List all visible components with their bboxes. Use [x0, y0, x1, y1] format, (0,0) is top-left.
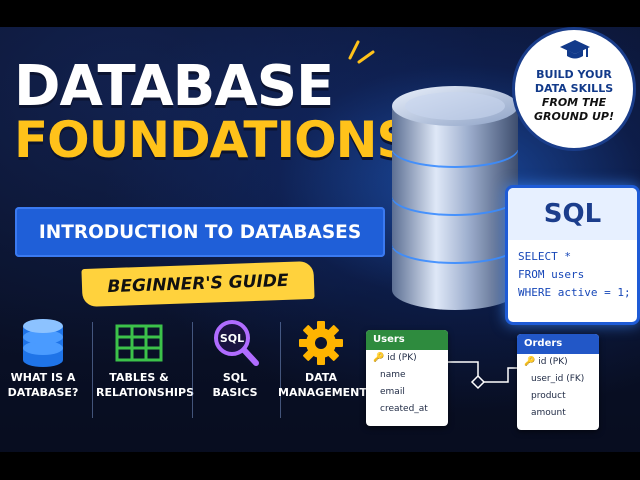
- feature-label: DATA MANAGEMENT: [278, 370, 367, 400]
- table-row: created_at: [380, 404, 428, 414]
- feature-label-line: DATA: [305, 371, 337, 384]
- table-row: user_id (FK): [531, 374, 585, 384]
- feature-divider: [92, 322, 93, 418]
- users-table: Users 🔑id (PK) name email created_at: [366, 330, 448, 426]
- badge-line-1: BUILD YOUR: [536, 68, 612, 81]
- spark-lines-icon: [348, 40, 375, 64]
- feature-label-line: TABLES &: [109, 371, 169, 384]
- table-row: 🔑id (PK): [517, 354, 599, 371]
- code-line: WHERE active = 1;: [518, 286, 631, 299]
- title-line-1: DATABASE: [14, 54, 334, 119]
- database-cylinder-illustration: [392, 86, 518, 310]
- sql-code-block: SELECT * FROM users WHERE active = 1;: [518, 248, 638, 302]
- orders-table-header: Orders: [517, 334, 599, 354]
- table-row: product: [531, 391, 566, 401]
- feature-divider: [192, 322, 193, 418]
- feature-label-line: SQL: [222, 371, 248, 384]
- feature-label: SQL BASICS: [192, 370, 278, 400]
- field-name: id (PK): [387, 353, 417, 363]
- sql-code-card: SQL SELECT * FROM users WHERE active = 1…: [505, 185, 640, 325]
- table-row: 🔑id (PK): [366, 350, 448, 367]
- sql-card-title: SQL: [543, 199, 602, 229]
- badge-line-4: GROUND UP!: [534, 110, 614, 123]
- relationship-connector: [448, 361, 524, 390]
- code-line: SELECT *: [518, 250, 571, 263]
- code-line: FROM users: [518, 268, 585, 281]
- gear-icon: [299, 321, 343, 365]
- feature-label-line: MANAGEMENT: [278, 386, 367, 399]
- feature-divider: [280, 322, 281, 418]
- badge-line-3: FROM THE: [541, 96, 607, 109]
- sql-card-header: SQL: [508, 188, 637, 240]
- feature-label: TABLES & RELATIONSHIPS: [96, 370, 195, 400]
- feature-label-line: WHAT IS A: [10, 371, 76, 384]
- key-icon: 🔑: [524, 357, 536, 367]
- users-table-header: Users: [366, 330, 448, 350]
- badge-line-2: DATA SKILLS: [534, 82, 614, 95]
- subtitle-banner: INTRODUCTION TO DATABASES: [15, 207, 385, 257]
- database-icon: [23, 319, 63, 367]
- graduation-cap-icon: [560, 40, 590, 59]
- sql-icon-text: SQL: [220, 332, 244, 345]
- feature-label-line: BASICS: [212, 386, 258, 399]
- field-name: id (PK): [538, 357, 568, 367]
- table-row: amount: [531, 408, 566, 418]
- beginners-guide-tag: BEGINNER'S GUIDE: [81, 260, 315, 308]
- skills-badge: BUILD YOUR DATA SKILLS FROM THE GROUND U…: [512, 27, 636, 151]
- feature-label-line: RELATIONSHIPS: [96, 386, 195, 399]
- table-row: name: [380, 370, 406, 380]
- feature-label-line: DATABASE?: [7, 386, 79, 399]
- bottom-letterbox-bar: [0, 452, 640, 480]
- orders-table: Orders 🔑id (PK) user_id (FK) product amo…: [517, 334, 599, 430]
- feature-label: WHAT IS A DATABASE?: [0, 370, 86, 400]
- subtitle-text: INTRODUCTION TO DATABASES: [38, 221, 362, 243]
- key-icon: 🔑: [373, 353, 385, 363]
- guide-text: BEGINNER'S GUIDE: [107, 270, 289, 298]
- table-grid-icon: [115, 324, 163, 362]
- title-line-2: FOUNDATIONS: [14, 111, 413, 169]
- sql-search-icon: SQL: [214, 320, 259, 366]
- top-letterbox-bar: [0, 0, 640, 27]
- table-row: email: [380, 387, 405, 397]
- badge-text: BUILD YOUR DATA SKILLS FROM THE GROUND U…: [515, 68, 633, 124]
